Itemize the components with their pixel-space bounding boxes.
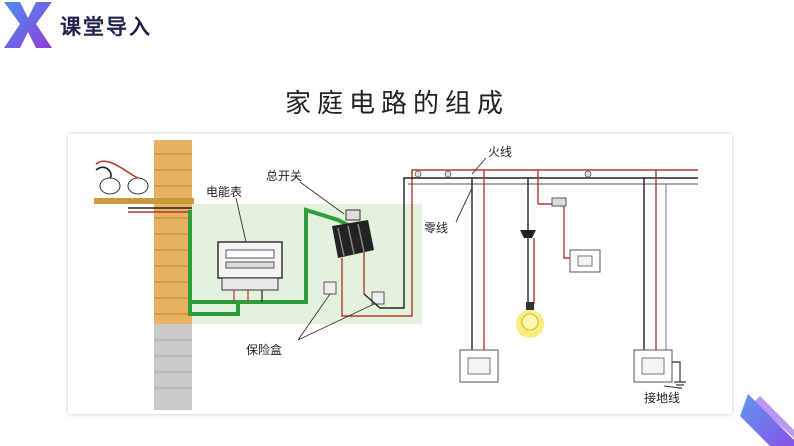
label-ground-wire: 接地线 [644,390,680,405]
label-neutral-wire: 零线 [424,221,448,235]
label-live-wire: 火线 [488,145,512,159]
leader-lines [235,157,681,389]
section-title: 课堂导入 [60,15,152,39]
label-meter: 电能表 [206,185,242,199]
corner-decoration-icon [740,394,794,446]
circuit-diagram-svg: 火线 零线 电能表 总开关 保险盒 接地线 [94,140,698,410]
label-fuse-box: 保险盒 [246,342,282,357]
circuit-diagram: 火线 零线 电能表 总开关 保险盒 接地线 [68,134,732,414]
outdoor-insulators [94,160,194,213]
energy-meter [217,241,283,302]
fuse-boxes [323,174,413,317]
distribution-lines [403,169,698,185]
logo-icon [4,2,52,48]
supply-wires [188,207,351,316]
socket-right [633,170,686,389]
slide-title: 家庭电路的组成 [284,89,509,119]
socket-left [459,170,499,383]
label-main-switch: 总开关 [266,169,302,183]
brick-wall [154,140,192,410]
main-switch [332,209,374,304]
lamp-branch [516,170,601,338]
